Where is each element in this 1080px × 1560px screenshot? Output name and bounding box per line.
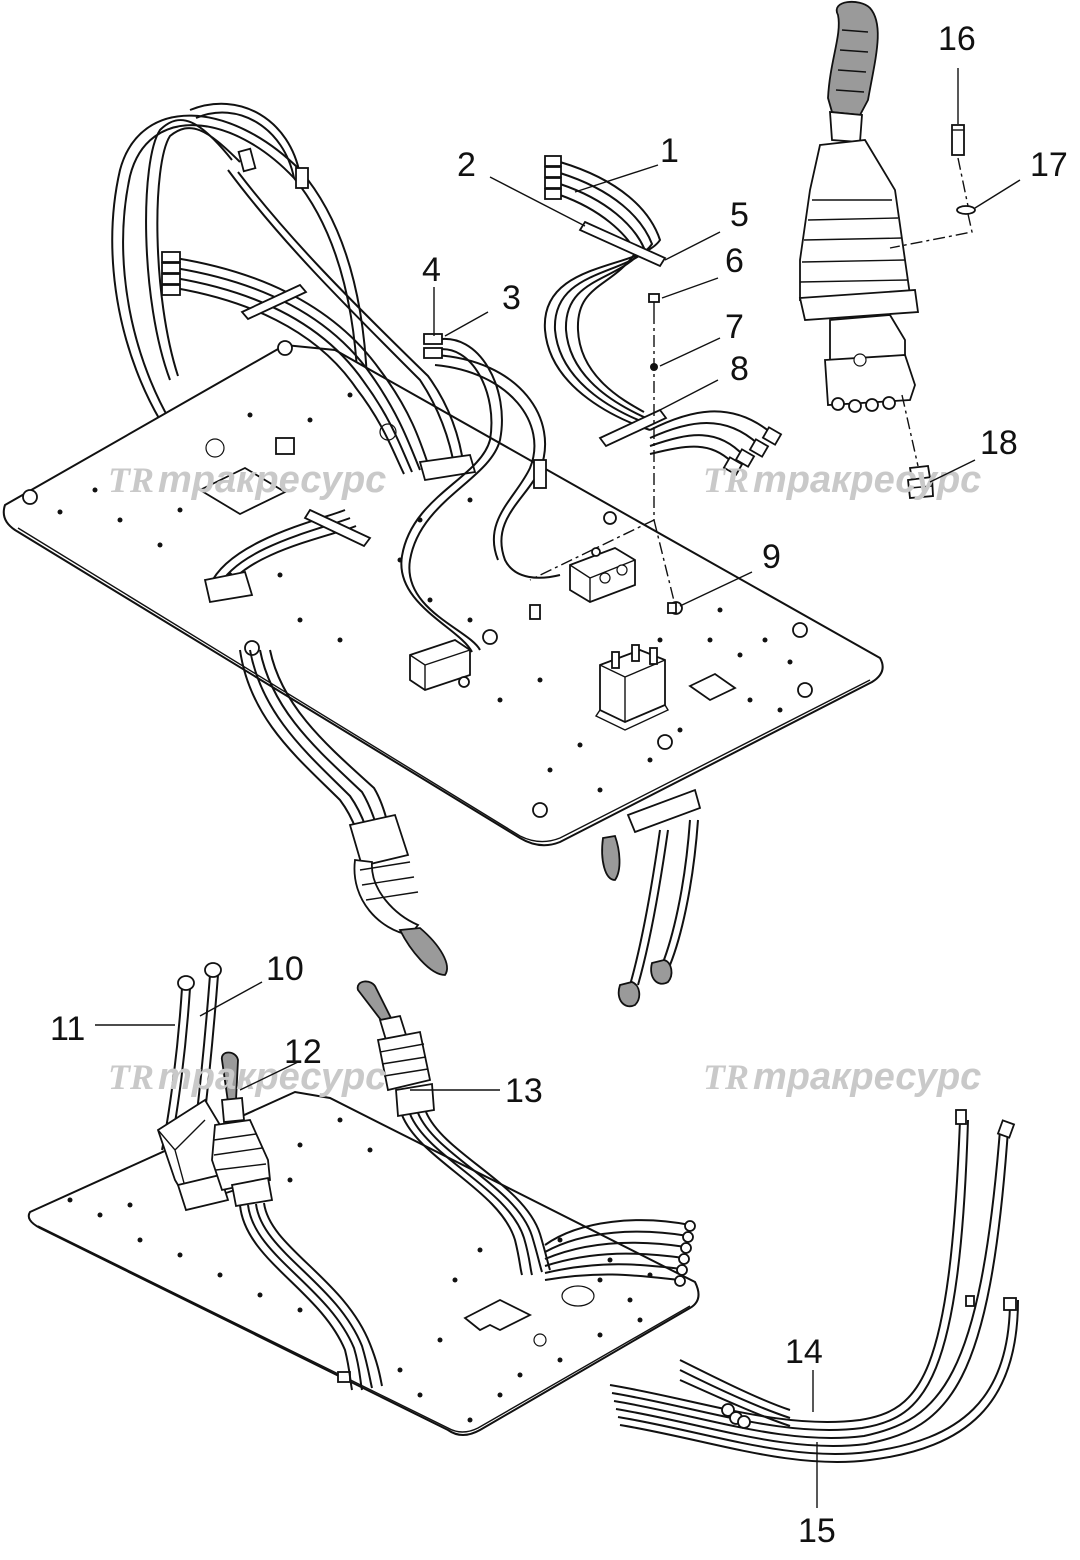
hose-clamp: [240, 283, 308, 321]
upper-plate-cutout: [198, 466, 287, 516]
fitting-18: [907, 465, 934, 499]
hose-bundle-1-2: [543, 155, 783, 476]
callout-11: 11: [50, 1010, 85, 1048]
bolt-6: [648, 293, 660, 312]
joystick-detail-assembly: [798, 0, 976, 499]
callout-2: 2: [457, 146, 476, 184]
hoses-3-4: [400, 333, 561, 653]
callout-18: 18: [980, 424, 1018, 462]
upper-assembly: [2, 102, 884, 1008]
upper-mounting-plate: [2, 343, 884, 847]
callout-12: 12: [284, 1033, 322, 1071]
callout-4: 4: [422, 251, 441, 289]
clamp-5: [578, 220, 667, 268]
fitting-9: [667, 601, 683, 615]
watermark-logo: TR: [703, 1057, 749, 1097]
watermark-text: тракресурс: [753, 1056, 981, 1098]
valve-block-9: [529, 547, 636, 620]
lower-plate-cutout: [463, 1298, 533, 1332]
callout-10: 10: [266, 950, 304, 988]
pedal-levers: [601, 788, 702, 1008]
callout-14: 14: [785, 1333, 823, 1371]
callout-3: 3: [502, 279, 521, 317]
watermark-3: TR тракресурс: [108, 1056, 386, 1098]
callout-15: 15: [798, 1512, 836, 1550]
watermark-logo: TR: [108, 460, 154, 500]
lower-plate-holes: [67, 1117, 653, 1423]
watermark-1: TR тракресурс: [108, 459, 386, 501]
watermark-4: TR тракресурс: [703, 1056, 981, 1098]
watermark-text: тракресурс: [158, 459, 386, 501]
small-valve-block: [409, 639, 471, 691]
callout-16: 16: [938, 20, 976, 58]
watermark-text: тракресурс: [158, 1056, 386, 1098]
callout-17: 17: [1030, 146, 1068, 184]
watermark-2: TR тракресурс: [703, 459, 981, 501]
callout-8: 8: [730, 350, 749, 388]
switch-box: [594, 644, 670, 731]
upper-plate-holes: [57, 392, 793, 793]
washer-17: [956, 205, 976, 215]
joystick-12: [211, 1051, 383, 1391]
joystick-13: [356, 980, 551, 1276]
watermark-logo: TR: [703, 460, 749, 500]
upper-plate-nuts: [22, 340, 813, 818]
joystick-handle-grip: [827, 0, 879, 116]
loop-hoses-left: [111, 102, 369, 521]
pipe-fitting: [533, 459, 547, 489]
clamp-8: [598, 408, 668, 448]
hose-bundle-14-15: [544, 1109, 1019, 1463]
pin-16: [951, 124, 965, 156]
callout-6: 6: [725, 242, 744, 280]
hose-bundle-through-plate: [203, 508, 395, 861]
lower-mounting-plate: [27, 1090, 700, 1436]
hose-bundle-upper-left: [161, 169, 477, 482]
callout-1: 1: [660, 132, 679, 170]
leader-lines: [95, 68, 1021, 1508]
joystick-lower-hanging: [348, 813, 448, 976]
callout-7: 7: [725, 308, 744, 346]
callout-5: 5: [730, 196, 749, 234]
watermarks: TR тракресурс TR тракресурс TR тракресур…: [108, 459, 981, 1098]
callout-labels: 1 2 3 4 5 6 7 8 9 10 11 12 13 14 15 16 1…: [50, 20, 1068, 1550]
lower-assembly: [27, 962, 1019, 1463]
watermark-logo: TR: [108, 1057, 154, 1097]
joystick-valve-body: [824, 354, 916, 406]
callout-9: 9: [762, 538, 781, 576]
callout-13: 13: [505, 1072, 543, 1110]
watermark-text: тракресурс: [753, 459, 981, 501]
